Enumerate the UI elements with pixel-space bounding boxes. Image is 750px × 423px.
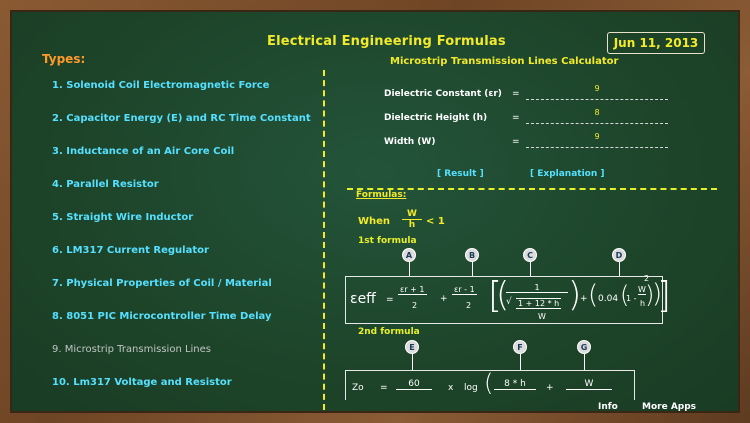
date-badge: Jun 11, 2013: [607, 32, 705, 54]
term3-denominator: h: [640, 299, 646, 308]
paren-open: (: [620, 281, 630, 309]
input-underline: [526, 147, 668, 148]
info-button[interactable]: Info: [598, 402, 618, 412]
log-fn: log: [464, 383, 478, 393]
fraction-denominator: h: [408, 220, 416, 230]
term2-numerator: εr - 1: [452, 285, 477, 295]
first-formula-box: εeff = εr + 1 2 + εr - 1 2 [ ( 1 √ 1 + 1…: [345, 274, 671, 324]
marker-b: B: [465, 248, 479, 262]
second-formula-label: 2nd formula: [358, 327, 420, 337]
inner-w: W: [538, 312, 546, 321]
first-formula-label: 1st formula: [358, 236, 417, 246]
type-item-microstrip[interactable]: 9. Microstrip Transmission Lines: [52, 344, 212, 355]
app-title: Electrical Engineering Formulas: [267, 34, 506, 49]
types-heading: Types:: [42, 52, 86, 66]
type-item-inductance[interactable]: 3. Inductance of an Air Core Coil: [52, 146, 235, 157]
paren-close: ): [652, 279, 663, 309]
sqrt-sign: √: [506, 297, 512, 307]
marker-c: C: [523, 248, 537, 262]
fraction-numerator: W: [402, 209, 422, 220]
input-underline: [526, 99, 668, 100]
term1-denominator: 2: [412, 301, 418, 310]
field-equals: =: [512, 137, 520, 147]
term1-numerator: εr + 1: [398, 285, 427, 295]
chalkboard: Electrical Engineering Formulas Jun 11, …: [10, 10, 740, 413]
plus-sign: +: [440, 294, 448, 304]
marker-stem: [520, 354, 521, 370]
field-equals: =: [512, 89, 520, 99]
paren-close: ): [568, 275, 582, 315]
marker-d: D: [612, 248, 626, 262]
term3-numerator: W: [638, 285, 646, 295]
field-label: Width (W): [384, 137, 436, 147]
term3-coef: 0.04: [598, 294, 619, 304]
field-equals: =: [512, 113, 520, 123]
marker-stem: [619, 262, 620, 276]
formula-lhs: Zo: [352, 383, 364, 393]
type-item-lm317-voltage[interactable]: 10. Lm317 Voltage and Resistor: [52, 377, 232, 388]
more-apps-button[interactable]: More Apps: [642, 402, 697, 412]
term3-one-minus: 1 -: [626, 294, 637, 303]
marker-stem: [472, 262, 473, 276]
second-formula-box: Zo = 60 x log ( 8 * h + W: [345, 369, 635, 400]
exponent: 2: [644, 274, 650, 283]
formula-eq: =: [386, 295, 394, 305]
bracket-close: ]: [657, 275, 672, 316]
paren-open: (: [588, 280, 599, 310]
formulas-heading: Formulas:: [356, 190, 407, 200]
result-link[interactable]: [ Result ]: [437, 169, 484, 179]
vertical-divider: [323, 70, 325, 410]
type-item-solenoid[interactable]: 1. Solenoid Coil Electromagnetic Force: [52, 80, 270, 91]
paren-open: (: [496, 275, 510, 315]
type-item-parallel-resistor[interactable]: 4. Parallel Resistor: [52, 179, 159, 190]
paren-open: (: [484, 369, 494, 397]
condition-relation: < 1: [426, 216, 445, 227]
type-item-wire-inductor[interactable]: 5. Straight Wire Inductor: [52, 212, 194, 223]
formula-lhs: εeff: [350, 291, 376, 307]
term2-denominator: 2: [466, 301, 472, 310]
term3: W: [566, 379, 612, 390]
horizontal-divider: [347, 188, 717, 190]
inner-denominator: 1 + 12 * h: [516, 298, 562, 309]
width-input[interactable]: 9: [594, 132, 600, 141]
term2: 8 * h: [494, 379, 536, 390]
dielectric-constant-input[interactable]: 9: [594, 84, 600, 93]
marker-stem: [409, 262, 410, 276]
type-item-coil-properties[interactable]: 7. Physical Properties of Coil / Materia…: [52, 278, 272, 289]
plus-sign: +: [580, 294, 588, 304]
type-item-capacitor[interactable]: 2. Capacitor Energy (E) and RC Time Cons…: [52, 113, 311, 124]
type-item-8051-delay[interactable]: 8. 8051 PIC Microcontroller Time Delay: [52, 311, 272, 322]
condition-when: When: [358, 216, 391, 227]
paren-close: ): [645, 281, 655, 309]
inner-numerator: 1: [506, 283, 568, 293]
marker-f: F: [513, 340, 527, 354]
bracket-open: [: [488, 275, 503, 316]
condition-fraction: W h: [402, 209, 422, 230]
field-label: Dielectric Constant (εr): [384, 89, 502, 99]
marker-stem: [530, 262, 531, 276]
plus-sign: +: [546, 383, 554, 393]
marker-stem: [584, 354, 585, 370]
type-item-lm317-current[interactable]: 6. LM317 Current Regulator: [52, 245, 209, 256]
dielectric-height-input[interactable]: 8: [594, 108, 600, 117]
marker-e: E: [405, 340, 419, 354]
term1: 60: [396, 379, 432, 390]
marker-a: A: [402, 248, 416, 262]
formula-eq: =: [380, 383, 388, 393]
times-sign: x: [448, 383, 454, 393]
field-label: Dielectric Height (h): [384, 113, 488, 123]
marker-g: G: [577, 340, 591, 354]
input-underline: [526, 123, 668, 124]
marker-stem: [412, 354, 413, 370]
explanation-link[interactable]: [ Explanation ]: [530, 169, 605, 179]
calculator-title: Microstrip Transmission Lines Calculator: [390, 56, 619, 67]
